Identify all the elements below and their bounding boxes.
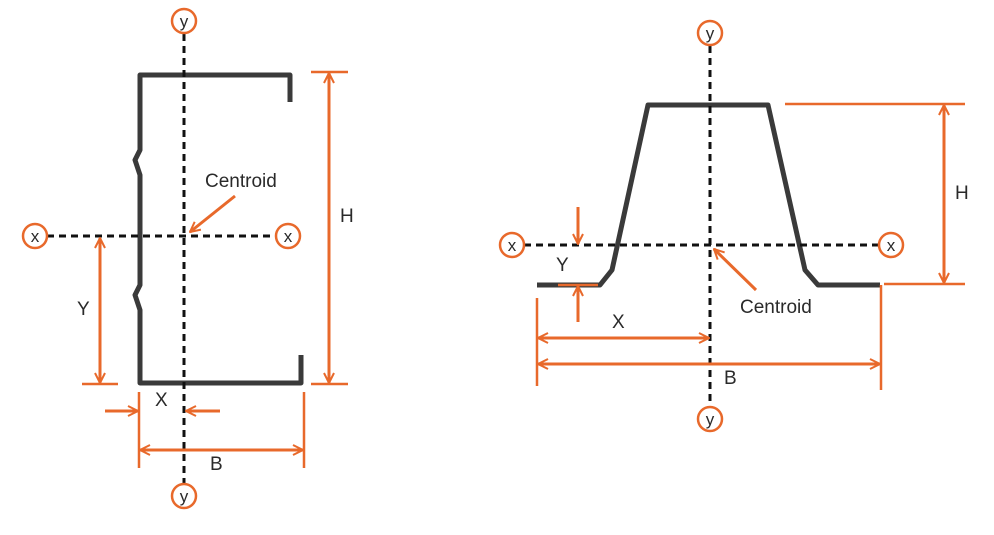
svg-text:x: x bbox=[284, 227, 293, 246]
svg-text:y: y bbox=[706, 24, 715, 43]
axis-marker-y-bottom: y bbox=[696, 405, 724, 433]
axis-marker-y-top: y bbox=[170, 7, 198, 35]
svg-text:x: x bbox=[508, 236, 517, 255]
height-label: H bbox=[340, 206, 354, 227]
svg-text:y: y bbox=[180, 487, 189, 506]
centroid-pointer bbox=[190, 194, 236, 232]
y-offset-label: Y bbox=[77, 299, 90, 320]
svg-text:x: x bbox=[887, 236, 896, 255]
axis-marker-y-top: y bbox=[696, 19, 724, 47]
axis-marker-x-left: x bbox=[21, 222, 49, 250]
hat-section: y y x x Centroid H Y X bbox=[498, 19, 969, 433]
centroid-label: Centroid bbox=[740, 297, 812, 318]
centroid-label: Centroid bbox=[205, 171, 277, 192]
svg-text:x: x bbox=[31, 227, 40, 246]
x-offset-label: X bbox=[155, 390, 168, 411]
x-offset-label: X bbox=[612, 312, 625, 333]
y-offset-label: Y bbox=[556, 255, 569, 276]
centroid-pointer bbox=[714, 249, 758, 292]
c-section-profile bbox=[132, 72, 304, 386]
axis-marker-y-bottom: y bbox=[170, 482, 198, 510]
width-label: B bbox=[724, 368, 737, 389]
axis-marker-x-right: x bbox=[274, 222, 302, 250]
axis-marker-x-left: x bbox=[498, 231, 526, 259]
width-label: B bbox=[210, 454, 223, 475]
svg-text:y: y bbox=[706, 410, 715, 429]
axis-marker-x-right: x bbox=[877, 231, 905, 259]
svg-text:y: y bbox=[180, 12, 189, 31]
c-section: y y x x Centroid H Y X bbox=[21, 7, 354, 510]
hat-section-profile bbox=[537, 102, 880, 288]
height-label: H bbox=[955, 183, 969, 204]
